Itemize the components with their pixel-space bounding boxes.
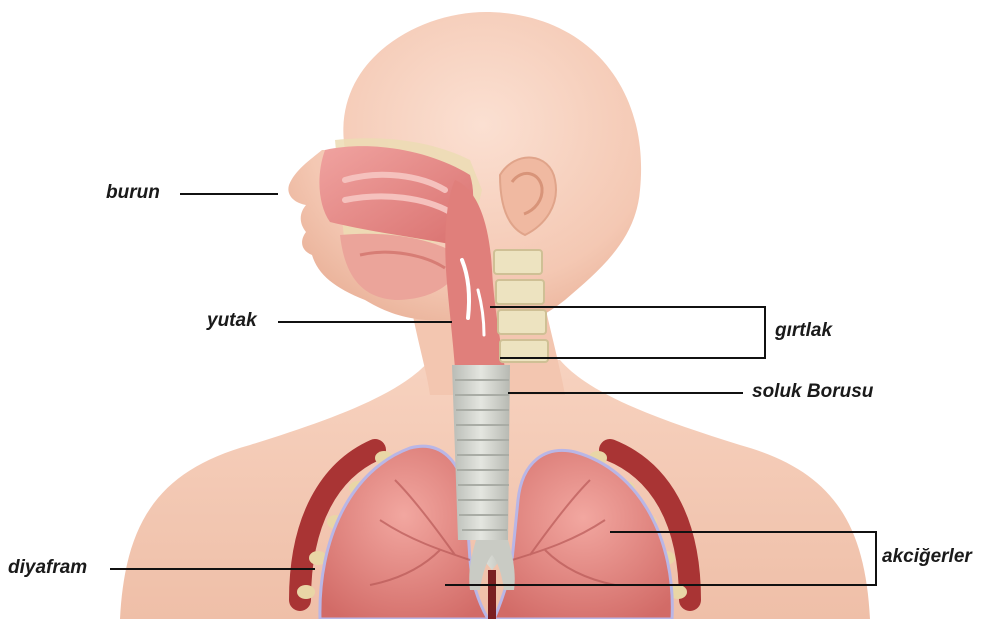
label-akcigerler: akciğerler <box>882 546 972 568</box>
label-girtlak: gırtlak <box>775 320 832 342</box>
label-yutak: yutak <box>207 310 257 332</box>
label-soluk-borusu: soluk Borusu <box>752 381 873 403</box>
label-diyafram: diyafram <box>8 557 87 579</box>
label-burun: burun <box>106 182 160 204</box>
